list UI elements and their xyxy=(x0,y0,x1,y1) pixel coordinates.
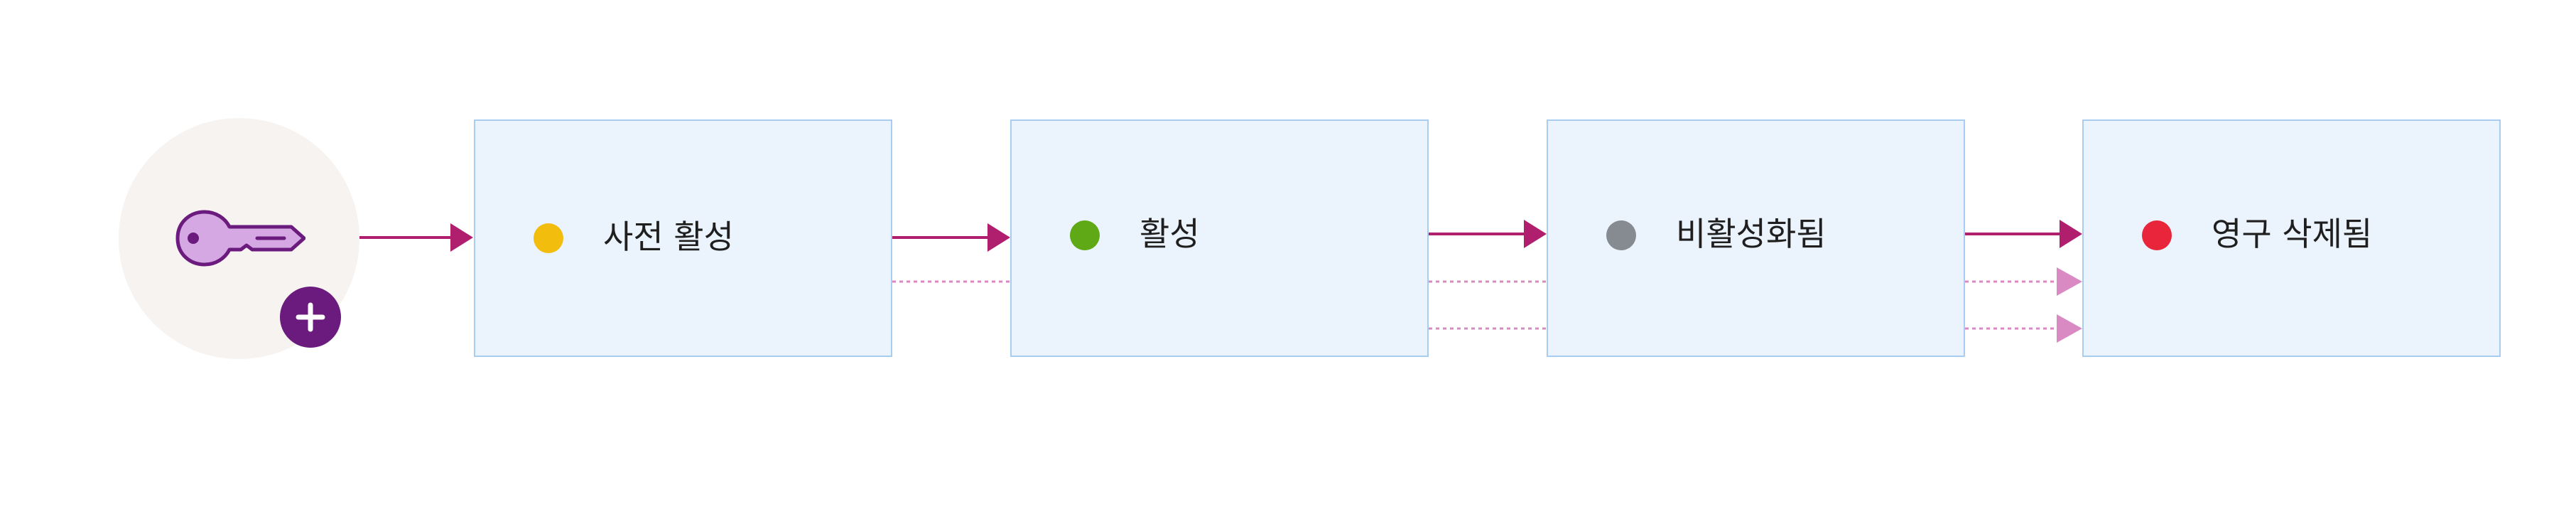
state-label-active: 활성 xyxy=(1140,215,1200,253)
state-deactivated: 비활성화됨 xyxy=(1547,119,1965,357)
state-destroyed: 영구 삭제됨 xyxy=(2082,119,2501,357)
plus-icon xyxy=(296,302,325,332)
add-badge xyxy=(280,287,341,348)
status-dot-yellow xyxy=(534,223,563,253)
status-dot-green xyxy=(1070,220,1100,250)
status-dot-gray xyxy=(1606,220,1636,250)
state-label-deactivated: 비활성화됨 xyxy=(1676,215,1827,253)
arrowhead-deactivated-to-destroyed xyxy=(2060,220,2082,248)
state-pre-activation: 사전 활성 xyxy=(474,119,892,357)
arrowhead-active-to-deactivated xyxy=(1524,220,1547,248)
arrowhead-dotted-to-destroyed-1 xyxy=(2057,267,2082,296)
status-dot-red xyxy=(2142,220,2172,250)
key-icon xyxy=(175,210,305,267)
arrowhead-pre-to-active xyxy=(987,223,1010,252)
state-active: 활성 xyxy=(1010,119,1429,357)
state-label-pre-activation: 사전 활성 xyxy=(603,218,734,256)
state-label-destroyed: 영구 삭제됨 xyxy=(2212,215,2373,253)
arrowhead-create-to-pre xyxy=(450,223,473,252)
arrowhead-dotted-to-destroyed-2 xyxy=(2057,314,2082,343)
